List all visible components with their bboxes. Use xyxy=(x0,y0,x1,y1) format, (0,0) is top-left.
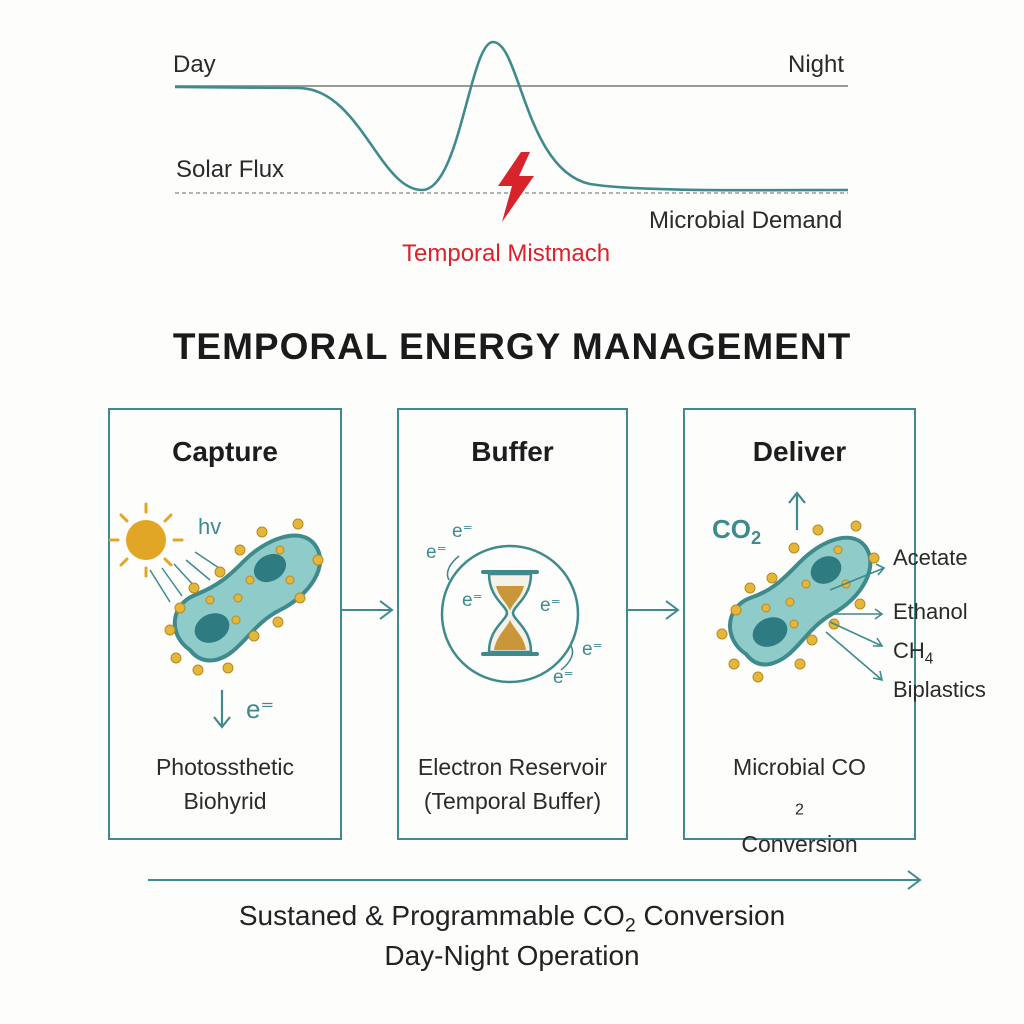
footer-line2: Day-Night Operation xyxy=(384,940,640,971)
buffer-panel: Buffer Electron Reservoir (Temporal Buff… xyxy=(397,408,628,840)
electron-down-arrow xyxy=(213,690,231,729)
nucleus xyxy=(810,556,842,584)
day-label: Day xyxy=(173,51,216,78)
co2-up-arrow xyxy=(788,491,806,530)
buffer-electron-3: e⁼ xyxy=(462,590,483,611)
buffer-diagram xyxy=(440,544,580,684)
deliver-cell xyxy=(716,520,880,683)
night-label: Night xyxy=(788,51,845,78)
nucleus xyxy=(194,613,230,643)
buffer-caption-line2: (Temporal Buffer) xyxy=(423,788,602,814)
lightning-icon xyxy=(498,152,534,222)
buffer-electron-6: e⁼ xyxy=(553,667,574,688)
buffer-caption-line1: Electron Reservoir xyxy=(417,754,608,780)
product-ethanol: Ethanol xyxy=(893,599,968,624)
buffer-electron-1: e⁼ xyxy=(452,521,473,542)
capture-caption: Photossthetic Biohyrid xyxy=(110,750,340,818)
deliver-title: Deliver xyxy=(752,436,847,467)
timeline-arrow xyxy=(148,870,922,890)
buffer-title: Buffer xyxy=(471,436,554,467)
footer-line1: Sustaned & Programmable CO2 Conversion xyxy=(238,900,786,937)
product-biplastics: Biplastics xyxy=(893,677,986,702)
capture-title: Capture xyxy=(172,436,278,467)
solar-flux-curve xyxy=(174,40,849,192)
main-title: TEMPORAL ENERGY MANAGEMENT xyxy=(172,326,852,367)
hv-label: hv xyxy=(198,514,222,539)
capture-caption-line1: Photossthetic xyxy=(155,754,295,780)
product-ch4: CH4 xyxy=(893,638,934,668)
buffer-electron-4: e⁼ xyxy=(540,595,561,616)
capture-caption-line2: Biohyrid xyxy=(183,788,267,814)
nucleus xyxy=(752,617,788,647)
deliver-caption-line2: Conversion xyxy=(741,830,858,857)
reservoir-circle xyxy=(440,544,580,684)
capture-cell xyxy=(164,518,324,676)
temporal-mismatch-label: Temporal Mistmach xyxy=(402,240,611,267)
buffer-electron-5: e⁼ xyxy=(582,639,603,660)
product-acetate: Acetate xyxy=(893,545,968,570)
solar-demand-graph xyxy=(174,40,849,222)
co2-label: CO2 xyxy=(712,514,762,549)
light-rays xyxy=(149,551,223,603)
buffer-caption: Electron Reservoir (Temporal Buffer) xyxy=(399,750,626,818)
product-arrows xyxy=(825,563,886,682)
capture-electron-label: e⁼ xyxy=(246,694,275,724)
capture-panel: Capture Photossthetic Biohyrid xyxy=(108,408,342,840)
solar-flux-label: Solar Flux xyxy=(176,156,285,183)
sun-icon xyxy=(108,502,184,578)
buffer-electron-2: e⁼ xyxy=(426,542,447,563)
microbial-demand-label: Microbial Demand xyxy=(649,207,843,234)
hourglass-icon xyxy=(481,570,539,656)
nucleus xyxy=(253,553,287,583)
